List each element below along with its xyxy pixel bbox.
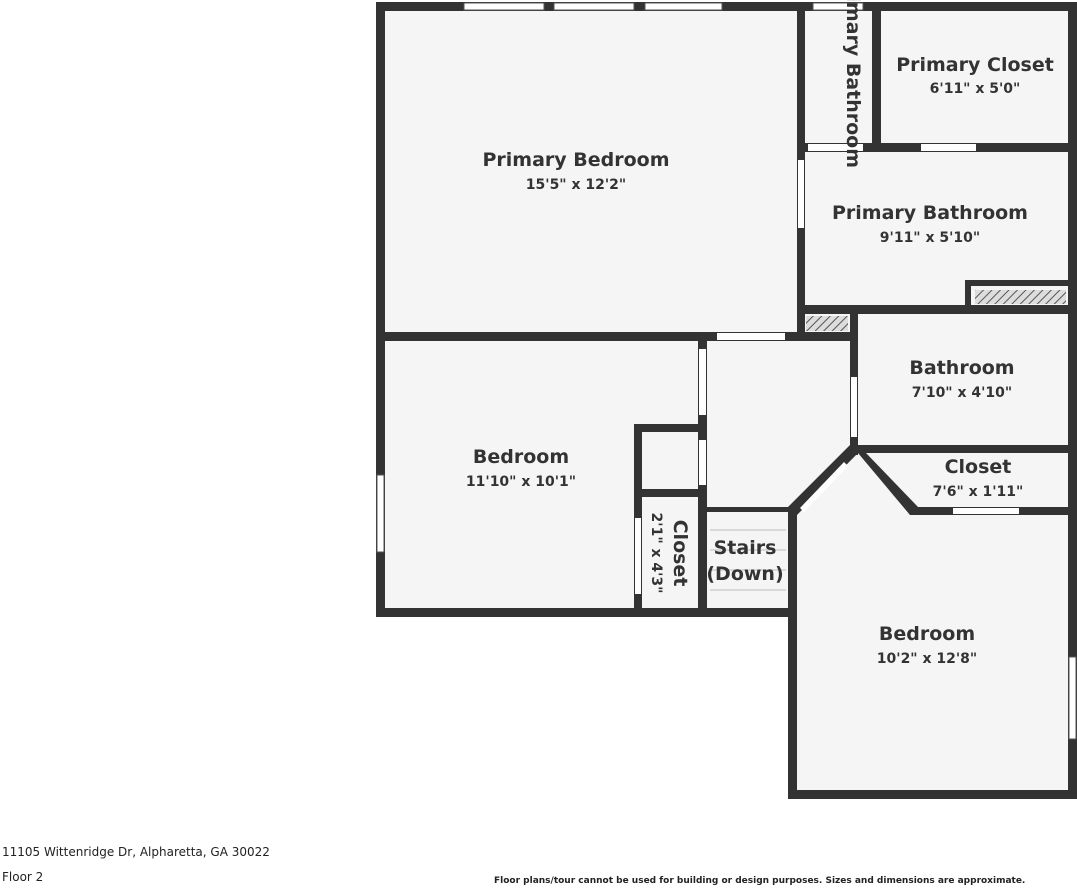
- svg-text:Bedroom: Bedroom: [879, 623, 975, 645]
- room-primary-bathroom: Primary Bathroom 9'11" x 5'10": [832, 202, 1028, 246]
- room-primary-bathroom-small: Primary Bathroom: [842, 0, 864, 168]
- room-bedroom-left: Bedroom 11'10" x 10'1": [466, 446, 576, 490]
- svg-text:Closet: Closet: [669, 520, 691, 587]
- svg-text:7'10" x 4'10": 7'10" x 4'10": [912, 385, 1012, 401]
- svg-text:Stairs: Stairs: [714, 537, 777, 559]
- svg-text:Primary Closet: Primary Closet: [896, 54, 1054, 76]
- room-closet-small: Closet 2'1" x 4'3": [648, 513, 691, 594]
- svg-text:9'11" x 5'10": 9'11" x 5'10": [880, 230, 980, 246]
- svg-text:Closet: Closet: [945, 456, 1012, 478]
- room-primary-closet: Primary Closet 6'11" x 5'0": [896, 54, 1054, 97]
- room-primary-bedroom: Primary Bedroom 15'5" x 12'2": [482, 149, 669, 193]
- svg-text:11'10" x 10'1": 11'10" x 10'1": [466, 474, 576, 490]
- windows-doors: [376, 2, 1077, 740]
- svg-text:6'11" x 5'0": 6'11" x 5'0": [930, 81, 1021, 97]
- room-closet-right: Closet 7'6" x 1'11": [933, 456, 1024, 500]
- disclaimer: Floor plans/tour cannot be used for buil…: [494, 876, 1026, 886]
- floor-label: Floor 2: [2, 870, 44, 884]
- hatched-areas: [806, 290, 1066, 331]
- floors: [380, 6, 1073, 795]
- room-stairs[interactable]: Stairs (Down): [706, 537, 783, 585]
- svg-text:Bedroom: Bedroom: [473, 446, 569, 468]
- stairs: [710, 529, 786, 591]
- svg-text:Bathroom: Bathroom: [909, 357, 1014, 379]
- room-bathroom: Bathroom 7'10" x 4'10": [909, 357, 1014, 401]
- room-bedroom-right: Bedroom 10'2" x 12'8": [877, 623, 977, 667]
- svg-text:2'1" x 4'3": 2'1" x 4'3": [648, 513, 664, 594]
- svg-text:15'5" x 12'2": 15'5" x 12'2": [526, 177, 626, 193]
- svg-text:10'2" x 12'8": 10'2" x 12'8": [877, 651, 977, 667]
- svg-text:(Down): (Down): [706, 563, 783, 585]
- svg-text:7'6" x 1'11": 7'6" x 1'11": [933, 484, 1024, 500]
- svg-text:Primary Bedroom: Primary Bedroom: [482, 149, 669, 171]
- address: 11105 Wittenridge Dr, Alpharetta, GA 300…: [2, 845, 270, 859]
- svg-text:Primary Bathroom: Primary Bathroom: [842, 0, 864, 168]
- svg-text:Primary Bathroom: Primary Bathroom: [832, 202, 1028, 224]
